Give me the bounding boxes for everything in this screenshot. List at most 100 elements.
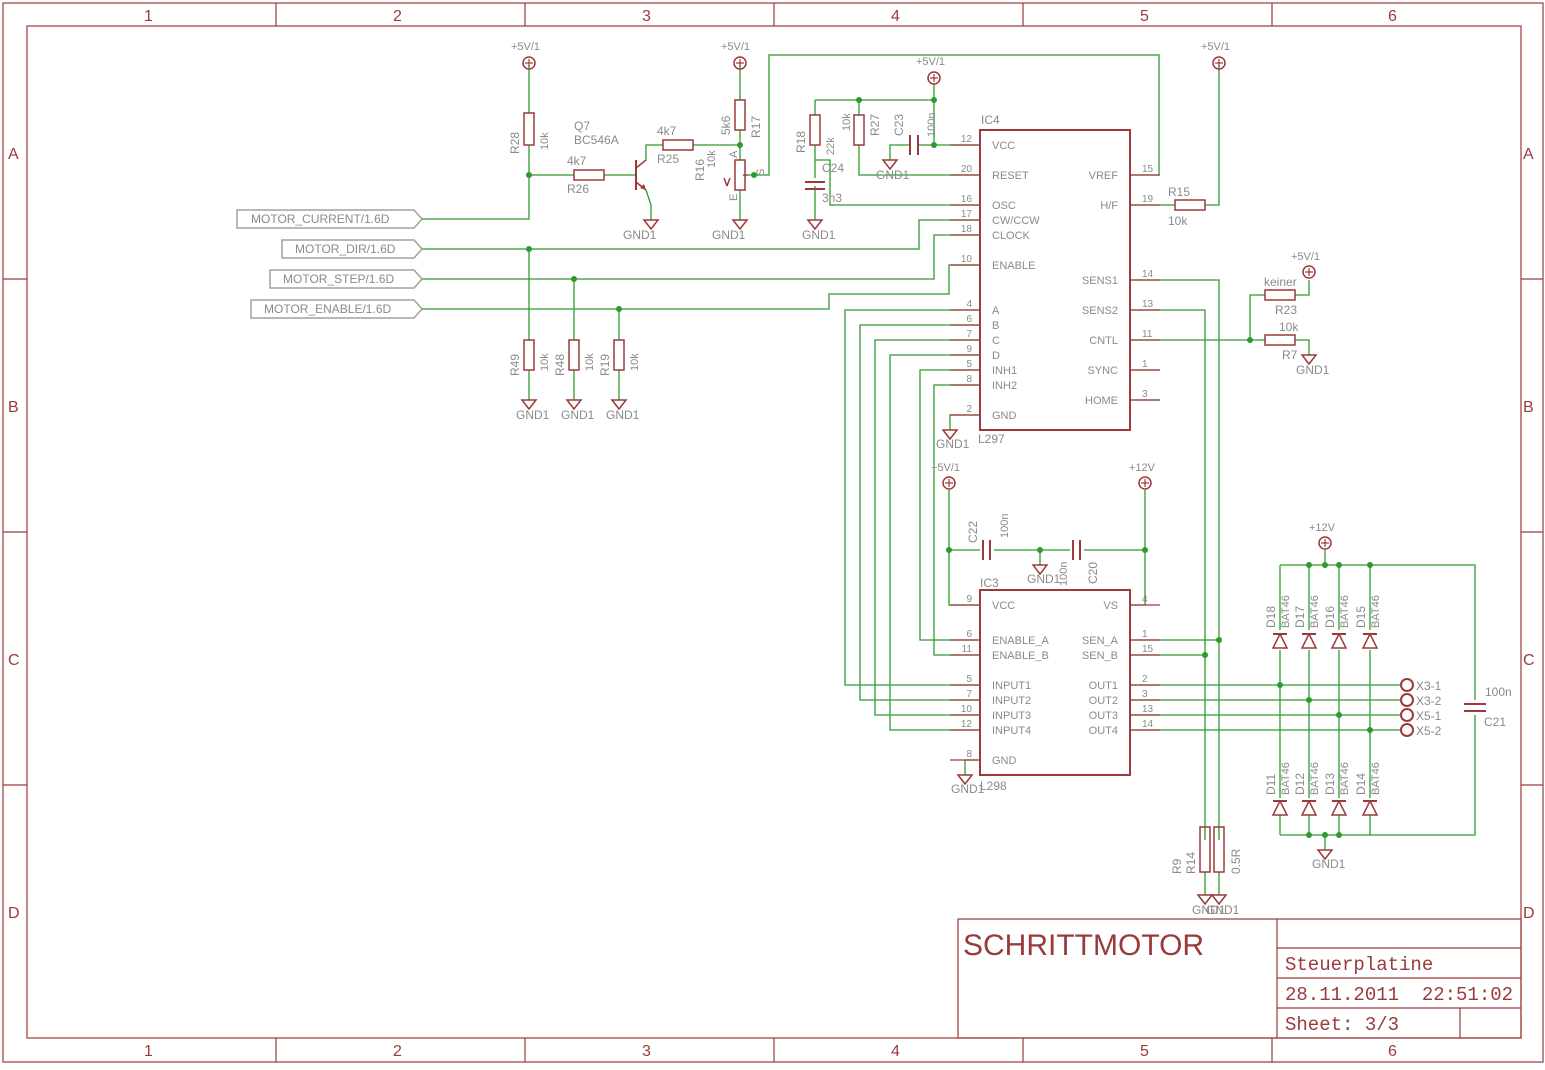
pin-name: H/F <box>1100 200 1118 212</box>
svg-text:10k: 10k <box>1168 214 1188 228</box>
pin-name: CW/CCW <box>992 215 1040 227</box>
capacitor-c22: C22 100n <box>966 514 1011 560</box>
svg-text:D17: D17 <box>1293 606 1307 628</box>
pin-number: 11 <box>962 644 973 655</box>
connector-x3-2: X3-2 <box>1400 693 1442 708</box>
pin-name: VREF <box>1089 170 1119 182</box>
title-block-title: SCHRITTMOTOR <box>963 929 1204 962</box>
svg-text:R18: R18 <box>794 131 808 153</box>
resistor-r19: R19 10k <box>598 339 641 376</box>
svg-text:R23: R23 <box>1275 303 1297 317</box>
svg-text:BAT46: BAT46 <box>1339 595 1351 628</box>
supply-label: +5V/1 <box>1201 41 1230 53</box>
svg-text:10k: 10k <box>1279 320 1299 334</box>
svg-text:R28: R28 <box>508 132 522 154</box>
pin-number: 14 <box>1142 269 1154 280</box>
net-label-motor-current: MOTOR_CURRENT/1.6D <box>251 212 390 226</box>
svg-text:C21: C21 <box>1484 715 1506 729</box>
connector-x5-2: X5-2 <box>1400 723 1442 738</box>
ground-label: GND1 <box>1206 903 1240 917</box>
pin-name: OUT1 <box>1089 680 1118 692</box>
ground-label: GND1 <box>712 228 746 242</box>
svg-text:D16: D16 <box>1323 606 1337 628</box>
supply-label: +5V/1 <box>511 41 540 53</box>
grid-labels: 1 2 3 4 5 6 1 2 3 4 5 6 A B C D A B C D <box>8 8 1535 1060</box>
supply-5v-1: +5V/1 <box>511 41 540 70</box>
pin-name: INPUT4 <box>992 725 1031 737</box>
title-block: SCHRITTMOTOR Steuerplatine 28.11.2011 22… <box>957 918 1522 1039</box>
svg-text:R19: R19 <box>598 354 612 376</box>
svg-text:E: E <box>728 194 740 201</box>
svg-text:A: A <box>728 150 740 158</box>
svg-text:IC3: IC3 <box>980 576 999 590</box>
resistor-r28: R28 10k <box>508 112 551 154</box>
svg-text:R25: R25 <box>657 152 679 166</box>
pin-name: B <box>992 320 999 332</box>
title-block-subtitle: Steuerplatine <box>1285 954 1433 976</box>
supply-label: +5V/1 <box>1291 251 1320 263</box>
pin-number: 10 <box>961 704 973 715</box>
svg-text:0.5R: 0.5R <box>1229 848 1243 874</box>
connector-x5-1: X5-1 <box>1400 708 1442 723</box>
pin-name: INPUT1 <box>992 680 1031 692</box>
pin-number: 6 <box>966 629 972 640</box>
pin-number: 19 <box>1142 194 1154 205</box>
pin-number: 6 <box>966 314 972 325</box>
ic4-pin-a: 4A <box>950 299 1000 317</box>
supply-label: +5V/1 <box>721 41 750 53</box>
pin-name: ENABLE <box>992 260 1035 272</box>
pin-number: 3 <box>1142 689 1148 700</box>
resistor-r14: R14 0.5R <box>1184 826 1243 874</box>
svg-text:5k6: 5k6 <box>719 115 733 135</box>
pin-name: INPUT2 <box>992 695 1031 707</box>
pin-name: OUT4 <box>1089 725 1118 737</box>
ground-label: GND1 <box>1027 572 1061 586</box>
svg-text:C24: C24 <box>822 161 844 175</box>
grid-col-bottom-2: 2 <box>393 1043 402 1060</box>
svg-text:R27: R27 <box>868 114 882 136</box>
pin-number: 4 <box>966 299 972 310</box>
resistor-r23: keiner R23 <box>1264 275 1297 317</box>
grid-col-bottom-1: 1 <box>144 1043 153 1060</box>
ic4-pin-h-f: 19H/F <box>1100 194 1160 212</box>
pin-number: 8 <box>966 749 972 760</box>
resistor-r15: R15 10k <box>1168 185 1206 228</box>
ground-label: GND1 <box>951 782 985 796</box>
ic3-pins: 9VCC6ENABLE_A11ENABLE_B5INPUT17INPUT210I… <box>950 594 1160 767</box>
pin-number: 8 <box>966 374 972 385</box>
pin-name: OUT2 <box>1089 695 1118 707</box>
pin-number: 1 <box>1142 359 1148 370</box>
pin-name: SENS1 <box>1082 275 1118 287</box>
supply-5v-2: +5V/1 <box>721 41 750 70</box>
grid-row-right-d: D <box>1523 905 1535 922</box>
svg-text:R26: R26 <box>567 182 589 196</box>
pin-number: 1 <box>1142 629 1148 640</box>
ground-label: GND1 <box>802 228 836 242</box>
grid-col-top-1: 1 <box>144 8 153 25</box>
resistor-r17: R17 5k6 <box>719 99 763 138</box>
svg-text:BC546A: BC546A <box>574 133 619 147</box>
title-block-datetime: 28.11.2011 22:51:02 <box>1285 984 1513 1006</box>
pin-number: 15 <box>1142 644 1154 655</box>
svg-text:Q7: Q7 <box>574 119 590 133</box>
grid-col-bottom-3: 3 <box>642 1043 651 1060</box>
svg-text:L298: L298 <box>980 779 1007 793</box>
svg-text:keiner: keiner <box>1264 275 1297 289</box>
grid-col-bottom-6: 6 <box>1388 1043 1397 1060</box>
pin-number: 7 <box>966 689 972 700</box>
potentiometer-r16: R16 10k A E S <box>693 150 767 201</box>
svg-text:X3-1: X3-1 <box>1416 679 1442 693</box>
net-labels: MOTOR_CURRENT/1.6D MOTOR_DIR/1.6D MOTOR_… <box>236 209 424 319</box>
svg-text:X5-2: X5-2 <box>1416 724 1442 738</box>
